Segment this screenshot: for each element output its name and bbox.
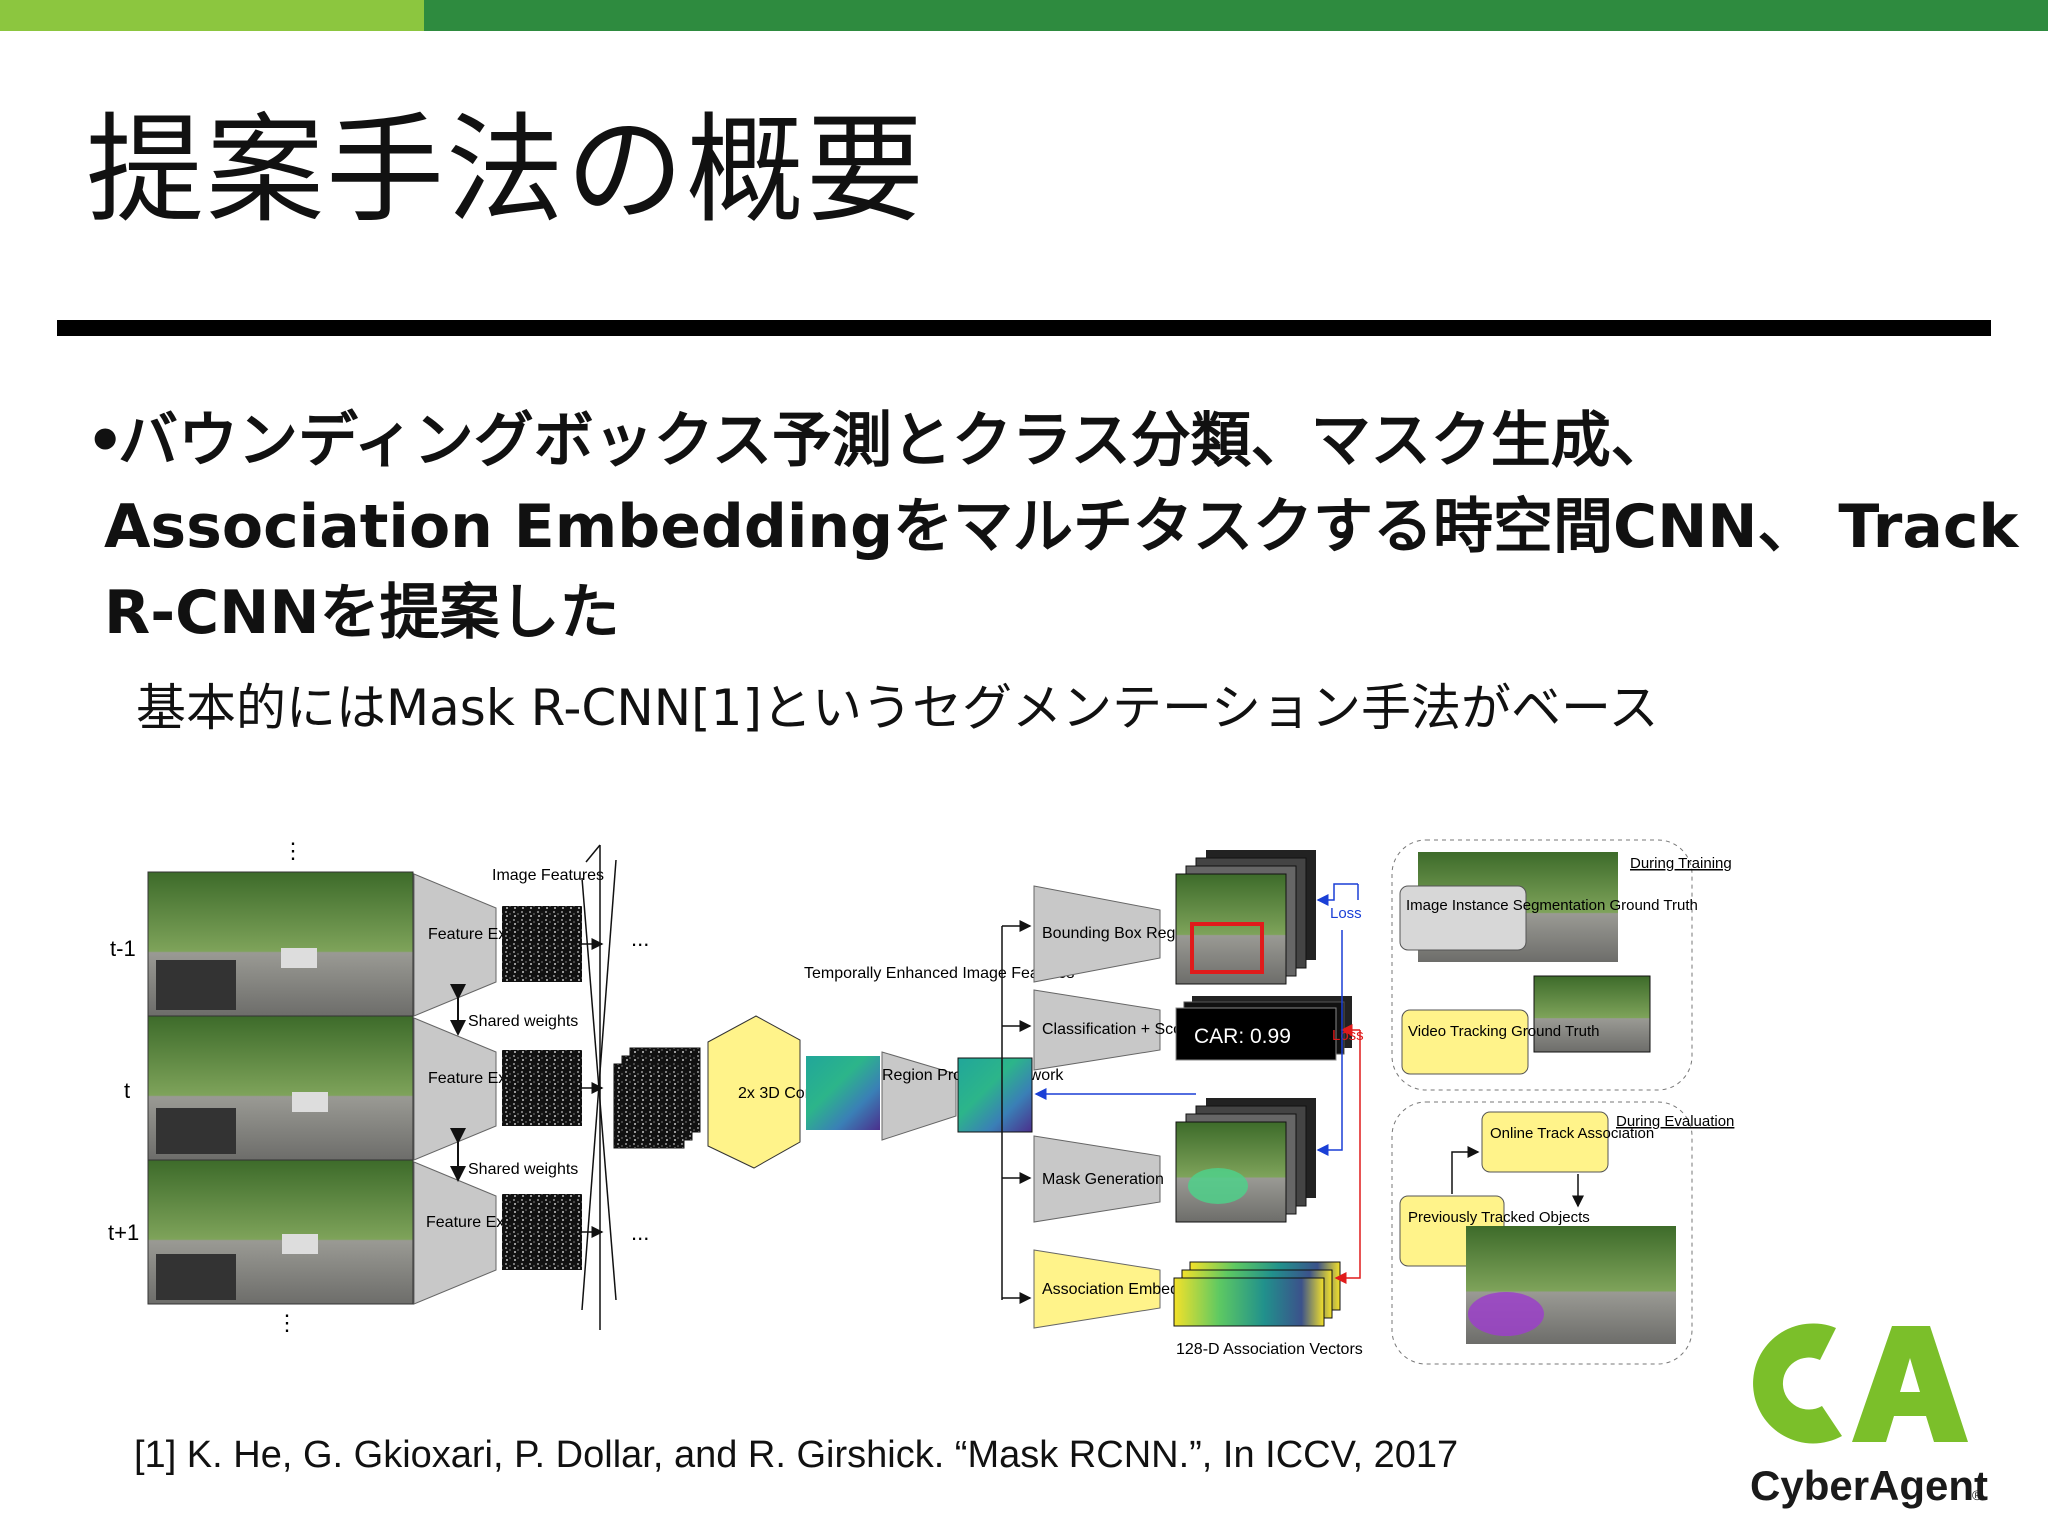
logo-c-shape (1753, 1323, 1842, 1444)
bullet-line-3: R-CNNを提案した (104, 578, 620, 648)
temporally-enhanced-map (806, 1056, 880, 1130)
training-group (1391, 839, 1693, 1091)
bullet-marker: • (86, 406, 125, 476)
logo-registered-mark: ® (1972, 1487, 1983, 1503)
frame-label-t-plus-1: t+1 (108, 1220, 139, 1245)
rpn-output-map (957, 1057, 1033, 1133)
vdots-top: ⋮ (282, 838, 304, 863)
shared-weights-label-1: Shared weights (468, 1013, 578, 1030)
frame-label-t-minus-1: t-1 (110, 936, 136, 961)
feature-map-2 (502, 1050, 582, 1126)
svg-text:Association Embedding: Association Embedding (1042, 1281, 1209, 1298)
ellipsis-1: ... (631, 926, 649, 951)
stacked-feature-maps (613, 1047, 701, 1149)
sub-text: 基本的にはMask R-CNN[1]というセグメンテーション手法がベース (136, 679, 1659, 737)
cyberagent-logo: CyberAgent ® (1750, 1323, 1988, 1509)
frame-label-t: t (124, 1078, 130, 1103)
mask-output-stack (1175, 1098, 1316, 1223)
conv3d-label: 2x 3D Conv (738, 1085, 822, 1102)
feature-map-3 (502, 1194, 582, 1270)
head-classification: Classification + Scoring (1033, 989, 1209, 1071)
main-bullet: • バウンディングボックス予測とクラス分類、マスク生成、 Association… (86, 398, 2019, 656)
logo-wordmark: CyberAgent (1750, 1462, 1988, 1509)
bullet-line-2: Association Embeddingをマルチタスクする時空間CNN、 Tr… (104, 492, 2019, 562)
shared-weights-label-2: Shared weights (468, 1161, 578, 1178)
class-score-stack: CAR: 0.99 (1175, 996, 1352, 1061)
during-training-label: During Training (1630, 855, 1732, 872)
input-frame-t (147, 1015, 414, 1161)
top-accent-bar (0, 0, 424, 31)
temporally-enhanced-label: Temporally Enhanced Image Features (804, 965, 1074, 982)
title-divider (57, 320, 1991, 336)
input-frame-t-minus-1 (147, 871, 414, 1017)
track-gt-box (1401, 1009, 1529, 1075)
association-vectors-label: 128-D Association Vectors (1176, 1341, 1363, 1358)
class-score-text: CAR: 0.99 (1194, 1025, 1291, 1048)
online-assoc-box (1481, 1111, 1609, 1173)
feature-map-1 (502, 906, 582, 982)
during-evaluation-label: During Evaluation (1616, 1113, 1734, 1130)
svg-text:Classification + Scoring: Classification + Scoring (1042, 1021, 1209, 1038)
track-gt-image (1533, 975, 1651, 1053)
prev-tracked-label: Previously Tracked Objects (1408, 1209, 1590, 1226)
association-vectors-stack (1173, 1261, 1341, 1327)
image-features-label: Image Features (492, 867, 604, 884)
online-assoc-label: Online Track Association (1490, 1125, 1654, 1142)
loss-label-2: Loss (1332, 1027, 1364, 1044)
head-mask-generation: Mask Generation (1033, 1135, 1164, 1223)
reference-citation: [1] K. He, G. Gkioxari, P. Dollar, and R… (134, 1434, 1459, 1476)
slide-title: 提案手法の概要 (86, 101, 927, 239)
conv3d-block: 2x 3D Conv (707, 1015, 822, 1169)
track-gt-label: Video Tracking Ground Truth (1408, 1023, 1600, 1040)
evaluation-group (1391, 1101, 1693, 1365)
ellipsis-2: ... (631, 1220, 649, 1245)
bbox-output-stack (1175, 850, 1316, 985)
bullet-line-1: バウンディングボックス予測とクラス分類、マスク生成、 (118, 406, 1671, 476)
seg-gt-label: Image Instance Segmentation Ground Truth (1406, 897, 1698, 914)
vdots-bottom: ⋮ (276, 1310, 298, 1335)
logo-a-shape (1852, 1326, 1968, 1442)
head-association-embedding: Association Embedding (1033, 1249, 1209, 1329)
svg-text:Mask Generation: Mask Generation (1042, 1171, 1164, 1188)
loss-label-1: Loss (1330, 905, 1362, 922)
input-frame-t-plus-1 (147, 1159, 414, 1305)
track-rcnn-architecture-figure: ⋮ ⋮ t-1 t t+1 Feature Extraction Feature… (108, 838, 1734, 1365)
seg-gt-box (1399, 885, 1527, 951)
